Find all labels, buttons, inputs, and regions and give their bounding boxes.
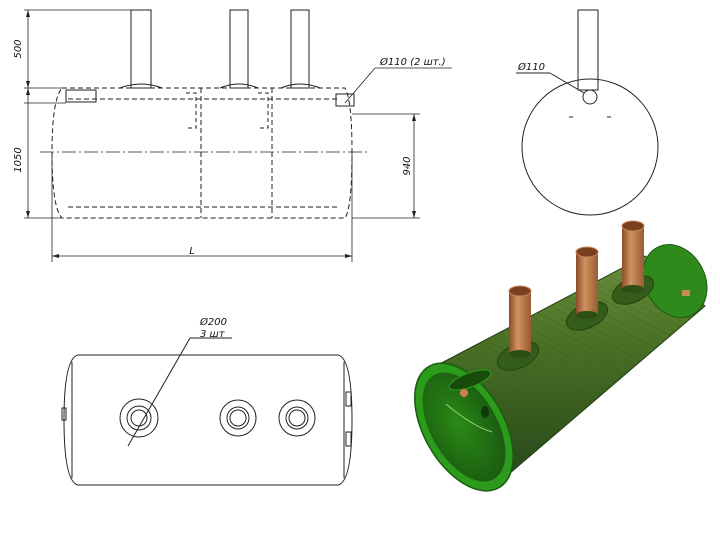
overflow-pipe-2	[258, 92, 269, 129]
pipe-3d-3	[621, 220, 645, 293]
dim-hatch-count: 3 шт	[200, 329, 226, 340]
end-view-circle	[521, 78, 659, 216]
front-view	[40, 9, 368, 219]
vertical-pipe-1	[130, 9, 152, 89]
dim-940: 940	[402, 156, 413, 175]
vertical-pipe-3	[290, 9, 310, 89]
dim-side-pipe-diameter: Ø110 (2 шт.)	[379, 56, 446, 68]
front-dimensions	[24, 9, 452, 262]
dim-hatch-diameter: Ø200	[199, 316, 227, 328]
hatch-3	[278, 399, 316, 437]
dim-length: L	[189, 246, 195, 257]
end-view	[516, 9, 659, 216]
end-view-pipe	[577, 9, 599, 91]
end-view-inlet	[582, 89, 598, 105]
top-view-outline	[63, 354, 353, 486]
outlet-stub	[335, 93, 355, 107]
pipe-3d-2	[575, 246, 599, 319]
dim-1050: 1050	[13, 147, 24, 172]
overflow-pipe-1	[186, 92, 197, 129]
dim-end-pipe-diameter: Ø110	[517, 61, 545, 73]
tank-body-outline	[51, 87, 353, 219]
tank-3d-view	[414, 220, 708, 492]
top-view	[61, 337, 353, 486]
dim-500: 500	[13, 39, 24, 58]
hatch-1	[119, 398, 159, 438]
tank-3d-right-end	[642, 244, 708, 318]
pipe-3d-1	[508, 285, 532, 358]
inlet-stub	[65, 89, 97, 103]
hatch-2	[219, 399, 257, 437]
vertical-pipe-2	[229, 9, 249, 89]
